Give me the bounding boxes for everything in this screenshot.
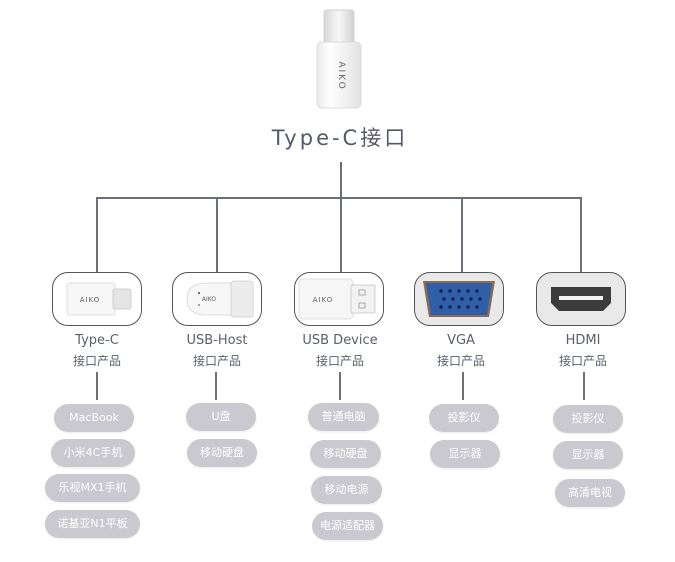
product-pill: 乐视MX1手机 [45,474,140,502]
sub-stem-hdmi [583,372,585,400]
branch-line-usb-host [216,197,218,272]
sub-stem-vga [462,372,464,400]
svg-text:AIKO: AIKO [336,61,346,90]
branch-sub-vga: 接口产品 [436,354,485,368]
branch-sub-usb-host: 接口产品 [192,354,241,368]
usb-host-card[interactable]: AIKO [172,272,262,326]
usb-host-adapter-icon: AIKO [186,280,254,318]
horizontal-bus-line [96,197,582,199]
usb-device-card[interactable]: AIKO [294,272,384,326]
branch-line-type-c [96,197,98,272]
branch-name-usb-device: USB Device [302,333,378,348]
product-pill: 投影仪 [553,405,623,433]
branch-name-type-c: Type-C [75,333,119,348]
branch-line-vga [461,197,463,272]
vga-card[interactable] [414,272,504,326]
branch-name-usb-host: USB-Host [186,333,248,348]
branch-name-vga: VGA [447,333,475,348]
product-pill: 显示器 [430,440,500,468]
branch-sub-type-c: 接口产品 [72,354,121,368]
product-pill: 移动硬盘 [310,440,381,468]
svg-text:AIKO: AIKO [313,296,334,304]
product-pill: 投影仪 [429,404,499,432]
hdmi-card[interactable] [536,272,626,326]
branch-line-hdmi [580,197,582,272]
root-stem-line [340,162,342,198]
product-pill: 移动硬盘 [187,439,257,467]
branch-sub-usb-device: 接口产品 [315,354,364,368]
product-pill: U盘 [186,403,256,431]
product-pill: 显示器 [553,441,623,469]
branch-line-usb-device [340,197,342,272]
product-pill: 移动电源 [311,476,382,504]
type-c-adapter-icon: AIKO [66,282,132,316]
sub-stem-type-c [96,372,98,400]
product-pill: 小米4C手机 [51,439,135,467]
product-pill: 诺基亚N1平板 [45,510,140,538]
sub-stem-usb-device [339,372,341,400]
hdmi-port-icon [551,287,611,311]
branch-sub-hdmi: 接口产品 [558,354,607,368]
type-c-card[interactable]: AIKO [52,272,142,326]
vga-port-icon [423,281,495,317]
svg-text:AIKO: AIKO [202,296,216,303]
usb-device-adapter-icon: AIKO [298,278,376,320]
sub-stem-usb-host [215,372,217,400]
product-pill: 高清电视 [555,479,625,507]
branch-name-hdmi: HDMI [565,333,601,348]
product-pill: 普通电脑 [308,403,379,431]
product-pill: 电源适配器 [312,512,383,540]
type-c-adapter-icon: AIKO [316,8,362,112]
root-title: Type-C接口 [271,126,409,150]
svg-text:AIKO: AIKO [80,296,101,304]
product-pill: MacBook [54,404,134,432]
